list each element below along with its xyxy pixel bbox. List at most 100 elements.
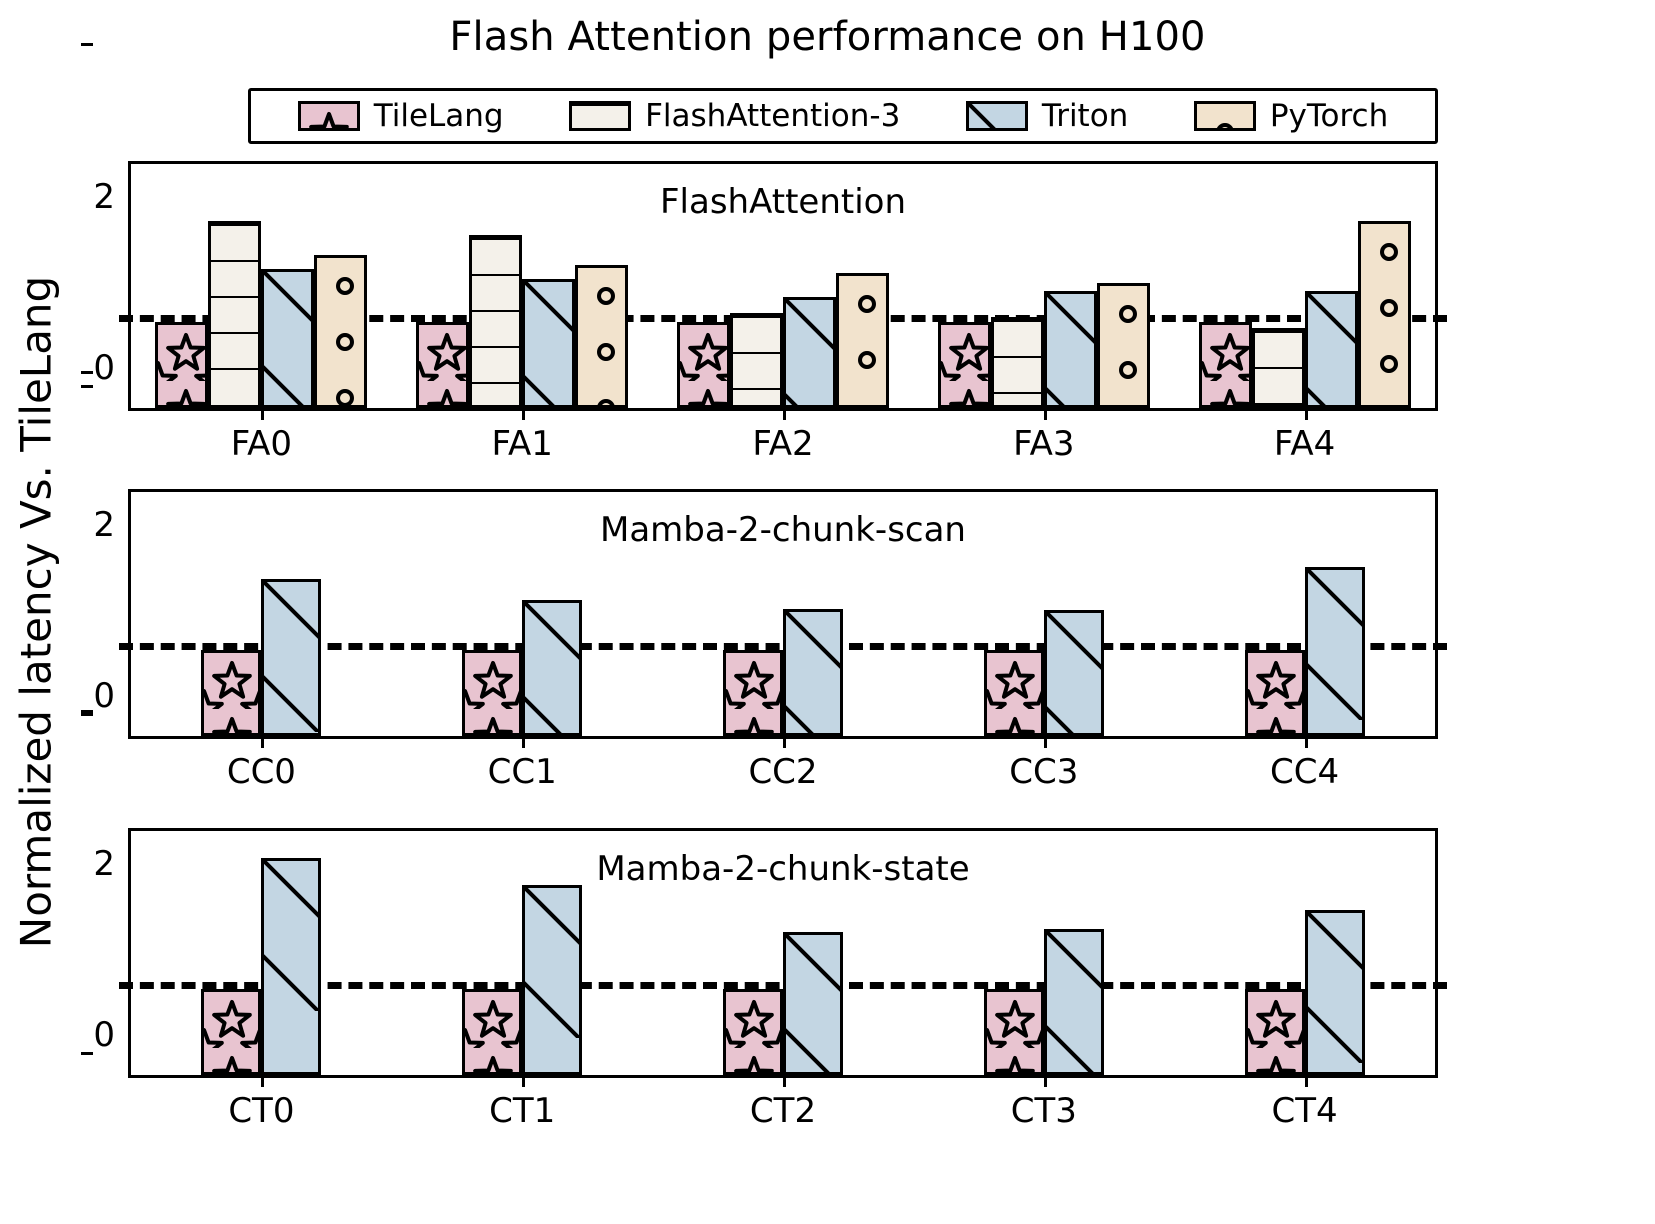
bar-group-fa3: FA3 <box>937 164 1150 464</box>
legend-item-triton[interactable]: Triton <box>965 98 1129 134</box>
y-axis-tick-mark <box>81 709 94 713</box>
x-axis-tick-label-ct4: CT4 <box>1271 1091 1338 1131</box>
subplot-title: Mamba-2-chunk-state <box>596 849 970 889</box>
bar-triton-ct1[interactable] <box>522 884 583 1075</box>
legend-label: Triton <box>1041 98 1129 134</box>
bar-group-fa1: FA1 <box>416 164 629 464</box>
x-axis-tick-mark <box>1304 1075 1308 1087</box>
bar-triton-fa3[interactable] <box>1043 290 1097 408</box>
y-axis-tick-mark <box>81 42 94 46</box>
bar-triton-ct2[interactable] <box>783 932 843 1075</box>
bar-tilelang-fa1[interactable] <box>416 322 470 408</box>
y-axis-tick-mark <box>81 713 94 716</box>
bar-tilelang-ct4[interactable] <box>1244 989 1305 1075</box>
bar-pytorch-fa2[interactable] <box>836 272 889 408</box>
bar-tilelang-ct3[interactable] <box>983 989 1044 1075</box>
bar-group-cc1: CC1 <box>462 492 583 792</box>
bar-group-fa4: FA4 <box>1198 164 1411 464</box>
legend-swatch-circle-icon <box>1193 101 1256 131</box>
bar-flashattention-3-fa2[interactable] <box>730 312 783 408</box>
y-axis-tick-mark <box>81 385 94 388</box>
x-axis-tick-mark <box>1043 408 1047 420</box>
x-axis-tick-label-fa3: FA3 <box>1013 424 1075 464</box>
x-axis-tick-label-cc0: CC0 <box>226 752 296 792</box>
bar-tilelang-cc4[interactable] <box>1244 650 1305 736</box>
x-axis-tick-label-cc3: CC3 <box>1009 752 1079 792</box>
bar-flashattention-3-fa4[interactable] <box>1251 327 1305 408</box>
subplot-title: Mamba-2-chunk-scan <box>600 510 966 550</box>
bar-group-ct3: CT3 <box>983 831 1104 1131</box>
bar-tilelang-cc1[interactable] <box>462 650 523 736</box>
x-axis-tick-label-cc4: CC4 <box>1270 752 1340 792</box>
y-axis-tick-label: 2 <box>81 42 131 217</box>
bar-flashattention-3-fa1[interactable] <box>469 235 523 408</box>
x-axis-tick-label-cc1: CC1 <box>487 752 557 792</box>
x-axis-tick-mark <box>261 736 265 748</box>
bar-group-cc3: CC3 <box>983 492 1104 792</box>
bar-triton-fa1[interactable] <box>522 278 576 408</box>
y-axis-tick-label: 2 <box>81 370 131 545</box>
x-axis-tick-mark <box>522 408 526 420</box>
x-axis-tick-mark <box>522 736 526 748</box>
y-axis-tick-mark <box>81 370 94 374</box>
x-axis-tick-label-fa1: FA1 <box>491 424 553 464</box>
legend-label: PyTorch <box>1269 98 1389 134</box>
x-axis-tick-mark <box>1043 1075 1047 1087</box>
legend-swatch-star-icon <box>297 101 360 131</box>
bar-tilelang-fa0[interactable] <box>155 322 209 408</box>
legend-item-flashattention-3[interactable]: FlashAttention-3 <box>569 98 900 134</box>
bar-pytorch-fa4[interactable] <box>1357 221 1411 408</box>
x-axis-tick-label-cc2: CC2 <box>748 752 818 792</box>
bar-tilelang-fa2[interactable] <box>677 322 730 408</box>
bar-triton-fa0[interactable] <box>261 269 315 408</box>
bar-tilelang-cc0[interactable] <box>201 650 262 736</box>
bar-pytorch-fa3[interactable] <box>1096 283 1150 408</box>
bar-tilelang-ct0[interactable] <box>201 989 262 1075</box>
x-axis-tick-label-ct1: CT1 <box>489 1091 556 1131</box>
bar-tilelang-fa4[interactable] <box>1198 322 1252 408</box>
subplot-title: FlashAttention <box>659 182 907 222</box>
bar-triton-ct3[interactable] <box>1043 929 1104 1075</box>
bar-flashattention-3-fa0[interactable] <box>208 221 262 408</box>
x-axis-tick-label-ct0: CT0 <box>228 1091 295 1131</box>
bar-triton-fa4[interactable] <box>1304 290 1358 408</box>
bar-triton-fa2[interactable] <box>783 296 836 408</box>
bar-triton-cc2[interactable] <box>783 609 843 736</box>
bar-group-fa2: FA2 <box>677 164 889 464</box>
bar-triton-cc1[interactable] <box>522 599 583 736</box>
bar-triton-ct0[interactable] <box>261 858 322 1075</box>
y-axis-tick-label: 0 <box>81 1015 131 1055</box>
bar-group-cc2: CC2 <box>723 492 843 792</box>
x-axis-tick-mark <box>1304 736 1308 748</box>
bar-triton-cc3[interactable] <box>1043 610 1104 736</box>
bar-tilelang-cc2[interactable] <box>723 650 783 736</box>
bar-flashattention-3-fa3[interactable] <box>990 317 1044 408</box>
bar-tilelang-ct1[interactable] <box>462 989 523 1075</box>
legend-item-pytorch[interactable]: PyTorch <box>1193 98 1389 134</box>
bar-tilelang-ct2[interactable] <box>723 989 783 1075</box>
x-axis-tick-mark <box>783 736 786 748</box>
x-axis-tick-mark <box>783 408 786 420</box>
bar-tilelang-cc3[interactable] <box>983 650 1044 736</box>
bar-tilelang-fa3[interactable] <box>937 322 991 408</box>
bar-group-ct2: CT2 <box>723 831 843 1131</box>
bar-group-fa0: FA0 <box>155 164 368 464</box>
y-axis-tick-label: 0 <box>81 676 131 716</box>
legend-item-tilelang[interactable]: TileLang <box>297 98 504 134</box>
bar-pytorch-fa0[interactable] <box>314 254 368 408</box>
bar-pytorch-fa1[interactable] <box>575 265 629 408</box>
bar-group-cc0: CC0 <box>201 492 322 792</box>
bar-triton-cc4[interactable] <box>1304 567 1365 736</box>
bar-group-ct4: CT4 <box>1244 831 1365 1131</box>
bar-triton-cc0[interactable] <box>261 579 322 736</box>
x-axis-tick-label-fa4: FA4 <box>1273 424 1336 464</box>
x-axis-tick-label-ct2: CT2 <box>749 1091 817 1131</box>
x-axis-tick-mark <box>261 408 265 420</box>
bar-triton-ct4[interactable] <box>1304 909 1365 1075</box>
x-axis-tick-label-fa2: FA2 <box>752 424 814 464</box>
